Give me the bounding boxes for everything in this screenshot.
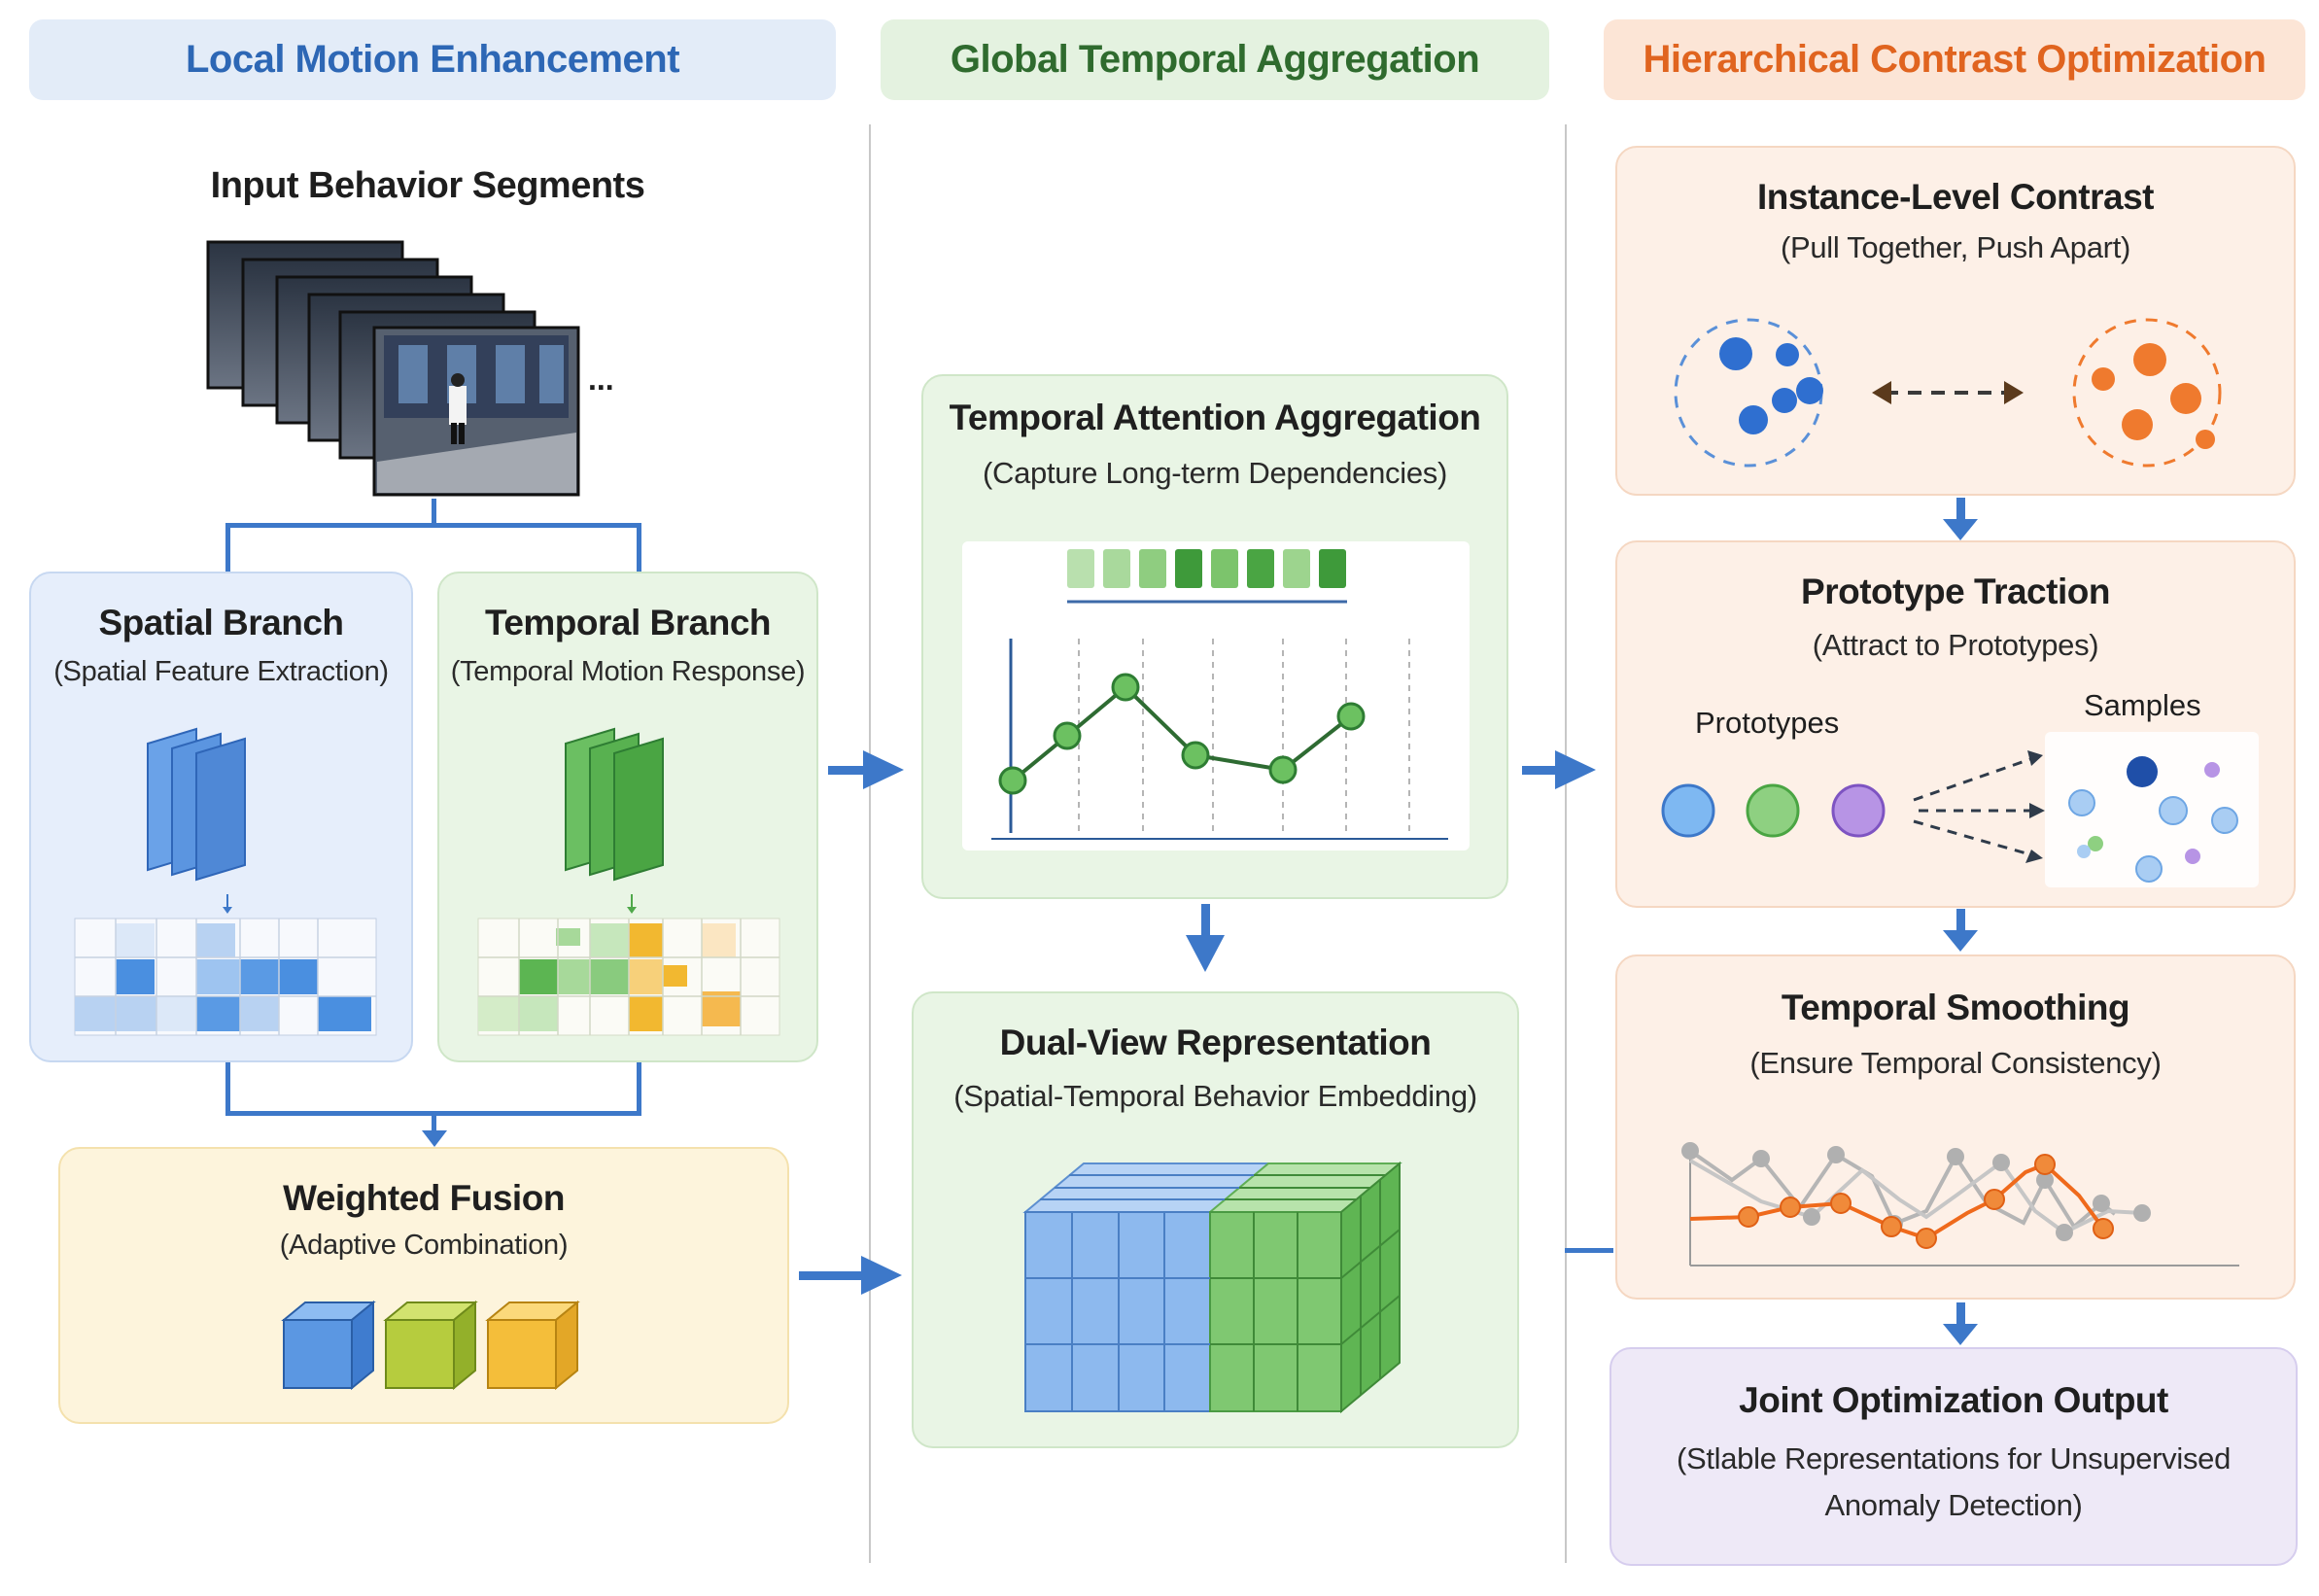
temporal-smoothing-subtitle: (Ensure Temporal Consistency) xyxy=(1749,1046,2162,1080)
input-video-frames xyxy=(204,238,583,501)
fusion-cubes-icon xyxy=(281,1300,580,1391)
attention-weight-bars xyxy=(1067,549,1346,588)
samples-label: Samples xyxy=(2084,688,2201,722)
spatial-feature-grid xyxy=(74,918,377,1036)
connector xyxy=(225,1062,230,1113)
embedding-cube-icon xyxy=(1022,1161,1402,1414)
header-hierarchical-contrast-optimization: Hierarchical Contrast Optimization xyxy=(1604,19,2305,100)
connector xyxy=(637,523,641,572)
prototype-traction-panel: Prototype Traction (Attract to Prototype… xyxy=(1615,540,2296,908)
weighted-fusion-panel: Weighted Fusion (Adaptive Combination) xyxy=(58,1147,789,1424)
prototype-traction-subtitle: (Attract to Prototypes) xyxy=(1812,628,2099,662)
spatial-branch-title: Spatial Branch xyxy=(98,603,344,642)
input-ellipsis: ... xyxy=(588,362,614,397)
dual-view-panel: Dual-View Representation (Spatial-Tempor… xyxy=(912,991,1519,1448)
weighted-fusion-subtitle: (Adaptive Combination) xyxy=(279,1230,569,1261)
joint-optimization-panel: Joint Optimization Output (Stlable Repre… xyxy=(1609,1347,2298,1566)
temporal-attention-subtitle: (Capture Long-term Dependencies) xyxy=(982,456,1448,490)
dual-view-subtitle: (Spatial-Temporal Behavior Embedding) xyxy=(953,1079,1477,1113)
temporal-smoothing-title: Temporal Smoothing xyxy=(1781,988,2130,1027)
attention-chart xyxy=(962,541,1470,850)
joint-optimization-subtitle-line2: Anomaly Detection) xyxy=(1824,1488,2083,1522)
weighted-fusion-title: Weighted Fusion xyxy=(283,1178,565,1218)
temporal-feature-grid xyxy=(477,918,780,1036)
prototype-traction-icon xyxy=(1661,732,2259,887)
smoothing-chart xyxy=(1681,1142,2239,1266)
temporal-attention-title: Temporal Attention Aggregation xyxy=(949,398,1481,437)
header-global-temporal-aggregation: Global Temporal Aggregation xyxy=(881,19,1549,100)
prototype-traction-title: Prototype Traction xyxy=(1801,572,2110,611)
connector xyxy=(637,1062,641,1113)
connector xyxy=(432,499,436,526)
spatial-feature-maps-icon xyxy=(147,727,246,914)
column-divider-2 xyxy=(1565,124,1567,1563)
connector xyxy=(432,1111,436,1134)
connector xyxy=(225,523,641,528)
prototypes-label: Prototypes xyxy=(1695,706,1840,740)
contrast-clusters-icon xyxy=(1674,318,2222,468)
spatial-branch-subtitle: (Spatial Feature Extraction) xyxy=(53,656,389,687)
temporal-feature-maps-icon xyxy=(565,727,664,914)
joint-optimization-subtitle-line1: (Stlable Representations for Unsupervise… xyxy=(1676,1441,2232,1475)
instance-contrast-subtitle: (Pull Together, Push Apart) xyxy=(1780,230,2131,264)
temporal-branch-subtitle: (Temporal Motion Response) xyxy=(450,656,806,687)
instance-contrast-title: Instance-Level Contrast xyxy=(1757,177,2154,217)
spatial-branch-panel: Spatial Branch (Spatial Feature Extracti… xyxy=(29,572,413,1062)
column-divider-1 xyxy=(869,124,871,1563)
temporal-branch-panel: Temporal Branch (Temporal Motion Respons… xyxy=(437,572,818,1062)
temporal-attention-panel: Temporal Attention Aggregation (Capture … xyxy=(921,374,1508,899)
joint-optimization-title: Joint Optimization Output xyxy=(1739,1380,2168,1420)
connector xyxy=(225,523,230,572)
temporal-branch-title: Temporal Branch xyxy=(484,603,772,642)
header-local-motion-enhancement: Local Motion Enhancement xyxy=(29,19,836,100)
input-segments-title: Input Behavior Segments xyxy=(210,165,645,206)
temporal-smoothing-panel: Temporal Smoothing (Ensure Temporal Cons… xyxy=(1615,954,2296,1300)
dual-view-title: Dual-View Representation xyxy=(999,1023,1432,1062)
instance-contrast-panel: Instance-Level Contrast (Pull Together, … xyxy=(1615,146,2296,496)
